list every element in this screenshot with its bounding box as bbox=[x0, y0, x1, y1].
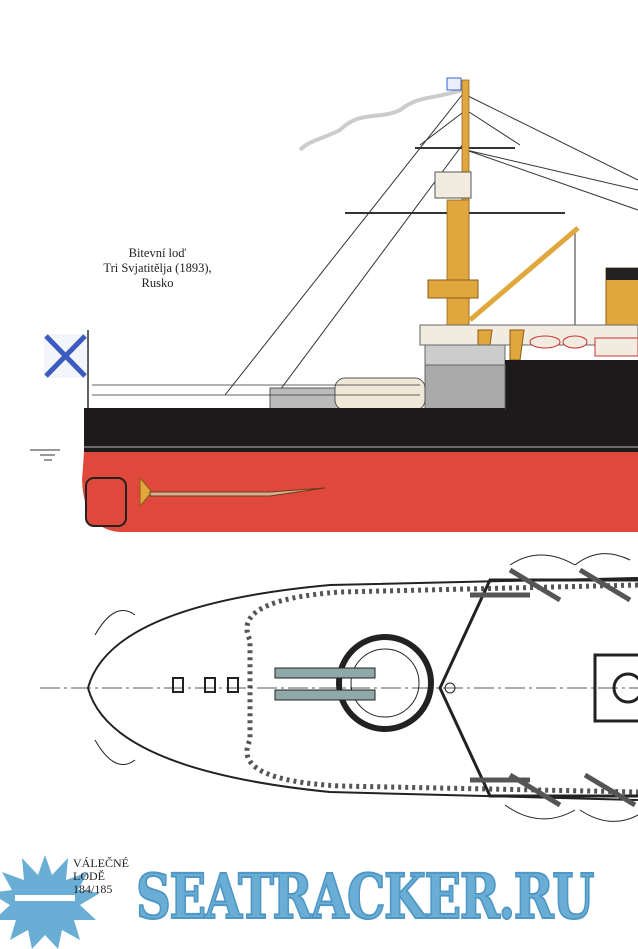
caption-line-2: Tri Svjatitělja (1893), bbox=[103, 261, 212, 275]
caption-line-3: Rusko bbox=[141, 276, 174, 290]
waterline-mark bbox=[30, 449, 60, 461]
pennant bbox=[298, 88, 463, 152]
ship-side-view bbox=[30, 77, 638, 532]
turret-side bbox=[334, 377, 426, 411]
series-title-2: LODĚ bbox=[73, 869, 105, 883]
ship-plan-view bbox=[40, 553, 638, 822]
masthead-flag bbox=[446, 77, 462, 91]
page-label: VÁLEČNÉ LODĚ 184/185 bbox=[73, 857, 129, 896]
turret-plan bbox=[336, 634, 434, 732]
illustration-caption: Bitevní loď Tri Svjatitělja (1893), Rusk… bbox=[100, 246, 215, 291]
watermark-sun-logo bbox=[0, 855, 100, 949]
series-title: VÁLEČNÉ bbox=[73, 856, 129, 870]
caption-line-1: Bitevní loď bbox=[128, 246, 187, 260]
page-numbers: 184/185 bbox=[73, 882, 113, 896]
lower-hull bbox=[82, 452, 638, 532]
watermark-text: SEATRACKER.RU bbox=[135, 860, 595, 933]
propeller bbox=[139, 476, 153, 508]
upper-hull bbox=[84, 408, 638, 452]
ram bbox=[149, 487, 326, 497]
rudder bbox=[85, 477, 127, 527]
